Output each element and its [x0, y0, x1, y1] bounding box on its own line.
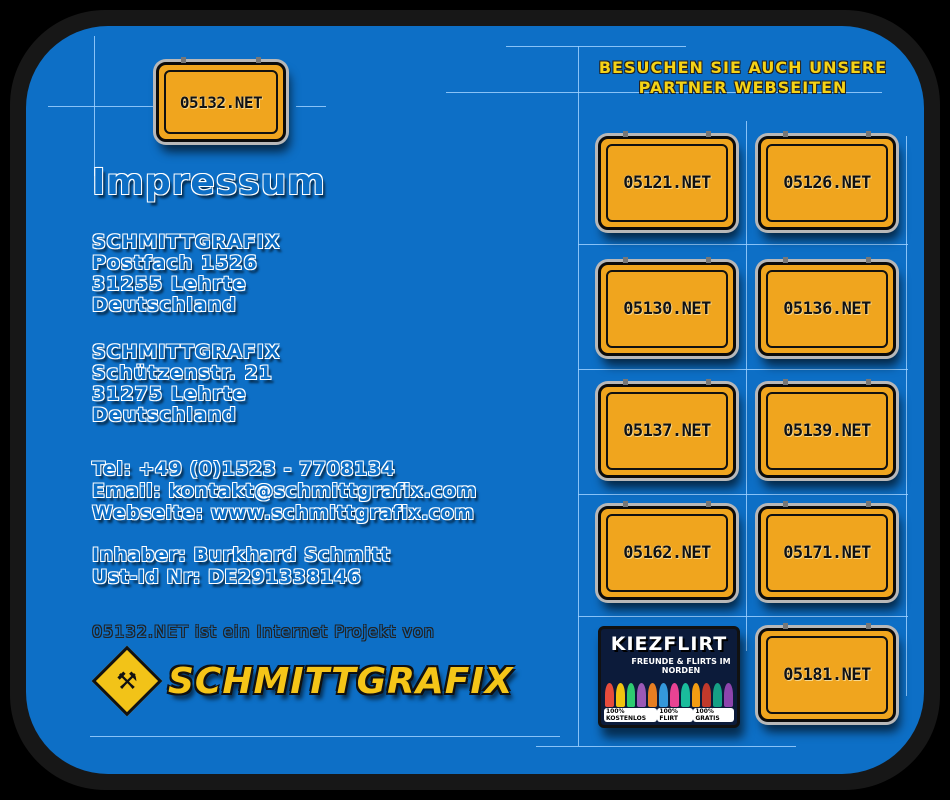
kiezflirt-tag: 100% GRATIS [693, 708, 734, 722]
partner-label: 05181.NET [783, 665, 871, 685]
partner-label: 05126.NET [783, 173, 871, 193]
content-panel: 05132.NET Impressum SCHMITTGRAFIX Postfa… [26, 26, 924, 774]
guide-line [746, 121, 747, 651]
kiezflirt-tag: 100% KOSTENLOS [604, 708, 658, 722]
partner-link-05181[interactable]: 05181.NET [758, 623, 896, 722]
guide-line [578, 369, 908, 370]
guide-line [90, 736, 560, 737]
address-company: SCHMITTGRAFIX [92, 231, 281, 253]
partner-link-05137[interactable]: 05137.NET [598, 379, 736, 478]
schmittgrafix-logo-link[interactable]: ⚒ SCHMITTGRAFIX [90, 645, 514, 717]
partner-heading: BESUCHEN SIE AUCH UNSERE PARTNER WEBSEIT… [593, 58, 893, 98]
guide-line [906, 136, 907, 696]
guide-line [506, 46, 686, 47]
address-street: Postfach 1526 [92, 252, 258, 274]
owner-block: Inhaber: Burkhard Schmitt Ust-Id Nr: DE2… [92, 544, 390, 588]
address-block-street: SCHMITTGRAFIX Schützenstr. 21 31275 Lehr… [92, 342, 281, 426]
owner-name: Inhaber: Burkhard Schmitt [92, 544, 391, 566]
partner-label: 05130.NET [623, 299, 711, 319]
partner-link-05136[interactable]: 05136.NET [758, 257, 896, 356]
brand-name: SCHMITTGRAFIX [168, 660, 514, 702]
address-street: Schützenstr. 21 [92, 362, 273, 384]
partner-label: 05136.NET [783, 299, 871, 319]
kiezflirt-banner-link[interactable]: KIEZFLIRT FREUNDE & FLIRTS IM NORDEN 100… [598, 626, 740, 728]
guide-line [578, 494, 908, 495]
guide-line [446, 92, 882, 93]
kiezflirt-subtitle: FREUNDE & FLIRTS IM NORDEN [631, 657, 731, 675]
guide-line [296, 106, 326, 107]
guide-line [578, 244, 908, 245]
address-city: 31275 Lehrte [92, 383, 247, 405]
address-company: SCHMITTGRAFIX [92, 341, 281, 363]
guide-line [94, 36, 95, 176]
hammer-pick-icon: ⚒ [91, 645, 163, 717]
website-link[interactable]: Webseite: www.schmittgrafix.com [92, 502, 475, 524]
partner-label: 05171.NET [783, 543, 871, 563]
kiezflirt-tag: 100% FLIRT [657, 708, 694, 722]
project-note: 05132.NET ist ein Internet Projekt von [92, 622, 435, 641]
page-title: Impressum [92, 162, 326, 203]
header-sign-05132[interactable]: 05132.NET [156, 57, 286, 142]
partner-heading-line: PARTNER WEBSEITEN [638, 78, 848, 97]
address-country: Deutschland [92, 404, 237, 426]
people-illustration [605, 683, 733, 707]
partner-link-05139[interactable]: 05139.NET [758, 379, 896, 478]
partner-link-05171[interactable]: 05171.NET [758, 501, 896, 600]
phone-text: Tel: +49 (0)1523 - 7708134 [92, 458, 396, 480]
kiezflirt-tags: 100% KOSTENLOS 100% FLIRT 100% GRATIS [604, 708, 734, 722]
email-link[interactable]: Email: kontakt@schmittgrafix.com [92, 480, 477, 502]
partner-link-05130[interactable]: 05130.NET [598, 257, 736, 356]
partner-label: 05139.NET [783, 421, 871, 441]
guide-line [578, 46, 579, 746]
guide-line [578, 616, 908, 617]
address-country: Deutschland [92, 294, 237, 316]
header-sign-label: 05132.NET [179, 92, 263, 112]
address-block-postfach: SCHMITTGRAFIX Postfach 1526 31255 Lehrte… [92, 232, 281, 316]
vat-id: Ust-Id Nr: DE291338146 [92, 566, 362, 588]
partner-link-05162[interactable]: 05162.NET [598, 501, 736, 600]
guide-line [536, 746, 796, 747]
address-city: 31255 Lehrte [92, 273, 247, 295]
guide-line [48, 106, 168, 107]
partner-label: 05137.NET [623, 421, 711, 441]
kiezflirt-title: KIEZFLIRT [610, 633, 728, 655]
partner-heading-line: BESUCHEN SIE AUCH UNSERE [598, 58, 888, 77]
partner-label: 05162.NET [623, 543, 711, 563]
partner-link-05121[interactable]: 05121.NET [598, 131, 736, 230]
partner-label: 05121.NET [623, 173, 711, 193]
contact-block: Tel: +49 (0)1523 - 7708134 Email: kontak… [92, 458, 477, 524]
partner-link-05126[interactable]: 05126.NET [758, 131, 896, 230]
